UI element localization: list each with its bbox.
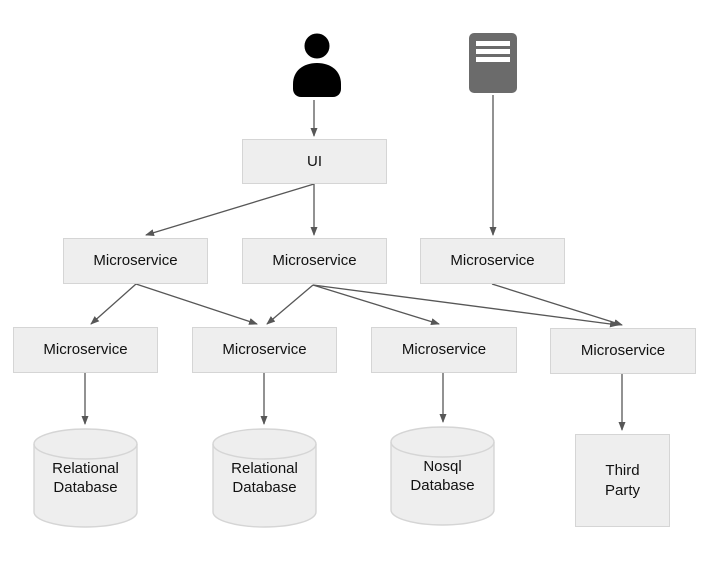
edge-ms-left-to-ms-1 bbox=[90, 283, 137, 325]
edge-ms-center-to-ms-2 bbox=[266, 284, 314, 325]
node-label: Microservice bbox=[580, 342, 666, 360]
cylinder-shape bbox=[212, 428, 317, 528]
edge-ms-center-to-ms-3 bbox=[312, 284, 440, 325]
node-third-party: Third Party bbox=[575, 434, 670, 527]
node-microservice-gateway-right: Microservice bbox=[420, 238, 565, 284]
cylinder-shape bbox=[390, 426, 495, 526]
node-label: Nosql Database bbox=[410, 457, 475, 495]
node-microservice-gateway-left: Microservice bbox=[63, 238, 208, 284]
node-relational-database-2: Relational Database bbox=[212, 428, 317, 528]
node-relational-database-1: Relational Database bbox=[33, 428, 138, 528]
node-microservice-2: Microservice bbox=[192, 327, 337, 373]
person-icon bbox=[287, 30, 347, 98]
node-label: Microservice bbox=[272, 252, 357, 270]
node-microservice-3: Microservice bbox=[371, 327, 517, 373]
node-label: Third Party bbox=[604, 462, 640, 499]
node-ui: UI bbox=[242, 139, 387, 184]
cylinder-shape bbox=[33, 428, 138, 528]
node-label: Microservice bbox=[43, 341, 128, 359]
node-label: Microservice bbox=[450, 252, 535, 270]
node-microservice-gateway-center: Microservice bbox=[242, 238, 387, 284]
edge-ms-center-to-ms-4 bbox=[312, 284, 619, 328]
node-ui-label: UI bbox=[307, 152, 322, 170]
server-icon bbox=[469, 33, 517, 93]
node-label: Microservice bbox=[93, 252, 178, 270]
edge-ms-right-to-ms-4 bbox=[491, 283, 623, 326]
node-microservice-4: Microservice bbox=[550, 328, 696, 374]
node-label: Microservice bbox=[222, 341, 307, 359]
node-label: Microservice bbox=[401, 341, 487, 359]
node-nosql-database: Nosql Database bbox=[390, 426, 495, 526]
node-label: Relational Database bbox=[52, 459, 119, 497]
node-label: Relational Database bbox=[231, 459, 298, 497]
edge-ui-to-ms-left bbox=[145, 183, 315, 237]
edge-ms-left-to-ms-2 bbox=[135, 283, 258, 325]
node-microservice-1: Microservice bbox=[13, 327, 158, 373]
